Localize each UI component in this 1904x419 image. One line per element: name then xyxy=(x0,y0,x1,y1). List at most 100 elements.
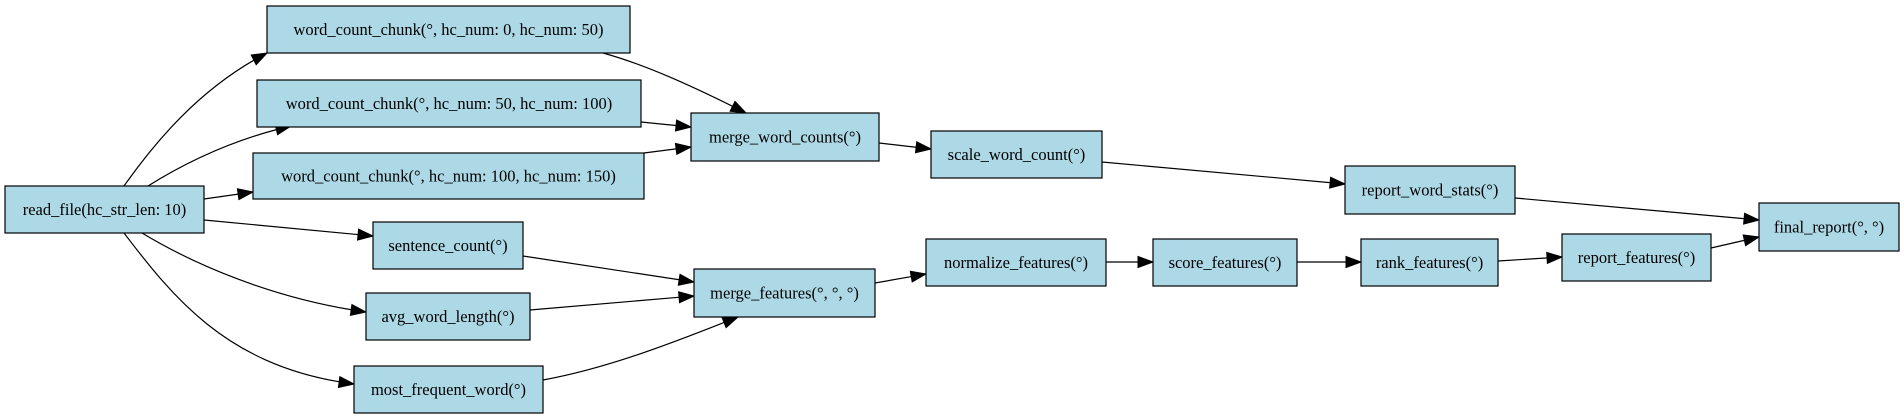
node-scale-word-count: scale_word_count(°) xyxy=(930,130,1103,179)
node-label: avg_word_length(°) xyxy=(381,307,514,326)
node-label: merge_word_counts(°) xyxy=(709,128,861,147)
node-report-word-stats: report_word_stats(°) xyxy=(1344,165,1516,215)
node-box xyxy=(266,5,631,54)
edge-wcc-0-to-merge-word-counts xyxy=(602,52,748,114)
edge-line xyxy=(1710,236,1760,249)
node-box xyxy=(1758,202,1900,252)
node-sentence-count: sentence_count(°) xyxy=(372,221,524,270)
edge-merge-features-to-normalize-features xyxy=(874,270,928,284)
node-label: merge_features(°, °, °) xyxy=(710,284,859,303)
edge-line xyxy=(878,142,932,150)
edge-wcc-50-to-merge-word-counts xyxy=(640,119,693,132)
edge-line xyxy=(1514,197,1760,221)
node-box xyxy=(252,152,645,200)
edge-arrowhead xyxy=(674,119,693,132)
node-label: scale_word_count(°) xyxy=(948,145,1086,164)
edge-arrowhead xyxy=(674,142,693,156)
node-box xyxy=(930,130,1103,179)
edge-line xyxy=(123,232,355,385)
edge-line xyxy=(640,121,692,128)
edge-score-features-to-rank-features xyxy=(1297,255,1363,269)
edge-report-word-stats-to-final-report xyxy=(1514,197,1761,225)
edge-line xyxy=(643,146,692,154)
node-box xyxy=(1360,238,1499,287)
edge-line xyxy=(522,255,695,283)
node-label: report_features(°) xyxy=(1578,248,1695,267)
edge-wcc-100-to-merge-word-counts xyxy=(643,142,693,156)
node-label: most_frequent_word(°) xyxy=(371,380,526,399)
node-box xyxy=(693,268,876,318)
nodes-layer: read_file(hc_str_len: 10) word_count_chun… xyxy=(4,5,1900,414)
edge-rank-features-to-report-features xyxy=(1497,251,1564,265)
edge-arrowhead xyxy=(1329,176,1347,189)
edge-read-file-to-avg-word-length xyxy=(141,232,368,317)
edge-arrowhead xyxy=(677,273,696,286)
edge-merge-word-counts-to-scale-word-count xyxy=(878,141,933,154)
edge-line xyxy=(529,295,695,311)
node-label: word_count_chunk(°, hc_num: 50, hc_num: … xyxy=(286,94,612,113)
edge-arrowhead xyxy=(356,228,375,241)
node-label: report_word_stats(°) xyxy=(1362,181,1499,200)
node-most-frequent-word: most_frequent_word(°) xyxy=(353,365,544,414)
node-box xyxy=(690,112,880,162)
node-box xyxy=(365,292,531,341)
node-label: word_count_chunk(°, hc_num: 100, hc_num:… xyxy=(281,167,616,186)
edge-line xyxy=(147,125,292,187)
edge-arrowhead xyxy=(337,375,356,389)
edge-arrowhead xyxy=(1345,255,1363,269)
node-label: final_report(°, °) xyxy=(1774,218,1884,237)
node-box xyxy=(4,185,205,234)
node-box xyxy=(1344,165,1516,215)
edge-line xyxy=(1101,161,1346,185)
edge-read-file-to-wcc-100 xyxy=(203,188,255,201)
edge-arrowhead xyxy=(250,52,269,66)
node-label: score_features(°) xyxy=(1169,253,1282,272)
edge-sentence-count-to-merge-features xyxy=(522,255,696,286)
edge-read-file-to-most-frequent-word xyxy=(123,232,356,389)
edge-normalize-features-to-score-features xyxy=(1106,255,1155,269)
edge-line xyxy=(123,52,268,187)
edge-arrowhead xyxy=(914,141,933,154)
edge-line xyxy=(542,316,739,381)
edge-arrowhead xyxy=(236,188,255,201)
edge-arrowhead xyxy=(1743,212,1761,225)
node-score-features: score_features(°) xyxy=(1152,238,1298,287)
edge-avg-word-length-to-merge-features xyxy=(529,291,696,311)
node-merge-features: merge_features(°, °, °) xyxy=(693,268,876,318)
node-rank-features: rank_features(°) xyxy=(1360,238,1499,287)
edge-read-file-to-sentence-count xyxy=(203,219,375,241)
edge-arrowhead xyxy=(909,270,928,283)
node-read-file: read_file(hc_str_len: 10) xyxy=(4,185,205,234)
edge-read-file-to-wcc-0 xyxy=(123,52,269,187)
edge-line xyxy=(203,191,254,200)
edge-line xyxy=(203,219,374,237)
node-avg-word-length: avg_word_length(°) xyxy=(365,292,531,341)
node-box xyxy=(256,79,642,128)
node-merge-word-counts: merge_word_counts(°) xyxy=(690,112,880,162)
node-final-report: final_report(°, °) xyxy=(1758,202,1900,252)
node-report-features: report_features(°) xyxy=(1561,233,1712,282)
node-wcc-100: word_count_chunk(°, hc_num: 100, hc_num:… xyxy=(252,152,645,200)
edge-line xyxy=(874,273,927,284)
edge-most-frequent-word-to-merge-features xyxy=(542,316,740,381)
edge-arrowhead xyxy=(1546,251,1564,265)
edge-line xyxy=(141,232,367,313)
edge-line xyxy=(602,52,747,114)
node-wcc-0: word_count_chunk(°, hc_num: 0, hc_num: 5… xyxy=(266,5,631,54)
node-label: rank_features(°) xyxy=(1376,253,1483,272)
node-label: normalize_features(°) xyxy=(944,253,1088,272)
node-box xyxy=(1561,233,1712,282)
node-label: read_file(hc_str_len: 10) xyxy=(23,200,187,219)
edge-arrowhead xyxy=(729,100,748,114)
node-wcc-50: word_count_chunk(°, hc_num: 50, hc_num: … xyxy=(256,79,642,128)
node-label: word_count_chunk(°, hc_num: 0, hc_num: 5… xyxy=(294,20,604,39)
edge-arrowhead xyxy=(721,316,740,329)
node-box xyxy=(1152,238,1298,287)
node-normalize-features: normalize_features(°) xyxy=(925,238,1107,287)
edge-arrowhead xyxy=(349,303,368,317)
node-label: sentence_count(°) xyxy=(388,236,507,255)
edge-arrowhead xyxy=(1742,234,1761,247)
edge-line xyxy=(1497,256,1563,262)
edge-scale-word-count-to-report-word-stats xyxy=(1101,161,1347,189)
